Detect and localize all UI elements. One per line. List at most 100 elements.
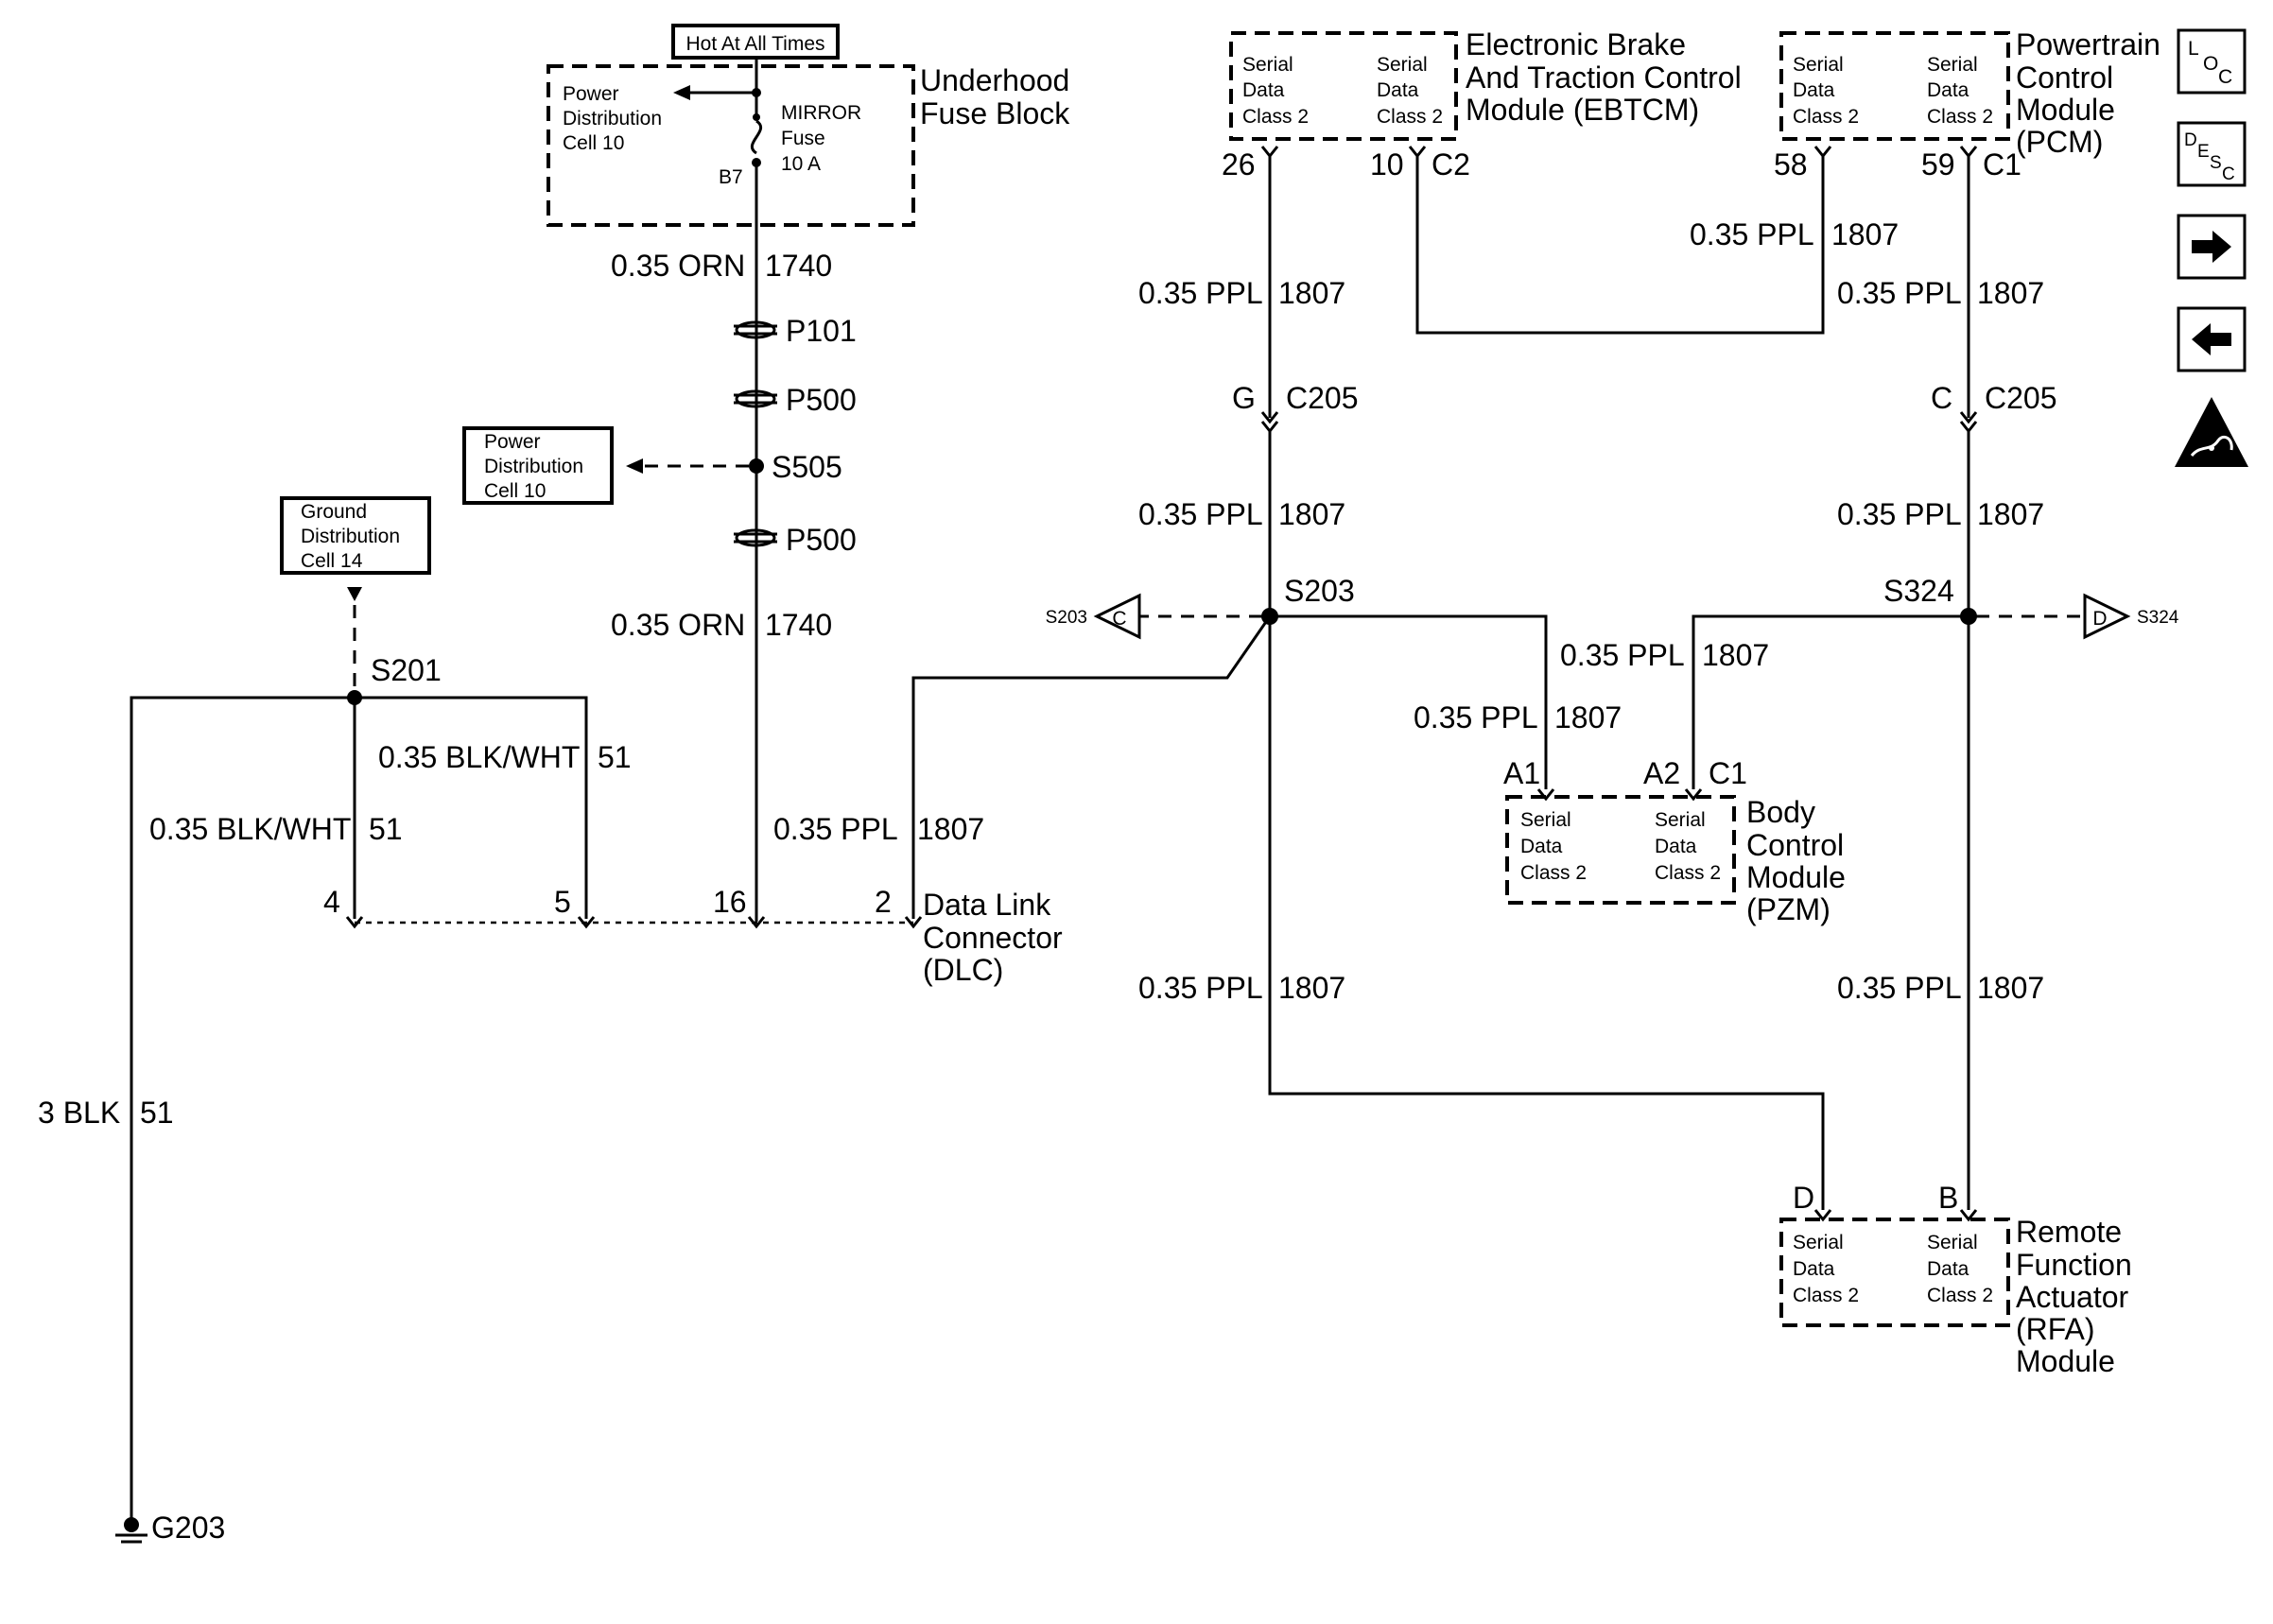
mirror-fuse-label: MIRROR xyxy=(781,102,861,124)
ebtcm-title: And Traction Control xyxy=(1466,60,1742,95)
ground-distribution-cell-14-ref: Ground Distribution Cell 14 xyxy=(280,496,431,575)
fuse-block-pdc-label: Cell 10 xyxy=(563,132,624,154)
gdc-ref-label: Ground xyxy=(301,501,367,523)
serial-data-label: Class 2 xyxy=(1793,1285,1859,1306)
bcm-title: Body xyxy=(1746,795,1815,829)
loc-icon: L xyxy=(2188,38,2199,60)
c205-pin-label: G xyxy=(1232,381,1256,415)
wire-label-circuit: 1807 xyxy=(1702,638,1769,672)
rfa-title: Function xyxy=(2016,1248,2132,1282)
serial-data-label: Data xyxy=(1377,79,1419,101)
serial-data-label: Serial xyxy=(1793,54,1844,76)
wire-label-gauge: 3 BLK xyxy=(38,1096,120,1130)
desc-icon: S xyxy=(2210,153,2222,173)
p500-label: P500 xyxy=(786,523,857,557)
passthrough-p500-lower xyxy=(734,528,777,547)
ebtcm-pin-label: 10 xyxy=(1370,147,1404,181)
pcm-pin-59 xyxy=(1959,146,1978,159)
desc-icon: E xyxy=(2197,142,2210,162)
c205-left-pin-upper xyxy=(1260,411,1279,424)
gdc-ref-label: Distribution xyxy=(301,526,400,547)
serial-data-label: Serial xyxy=(1377,54,1428,76)
wire-ppl-1807-bcm-a2 xyxy=(1692,614,1969,789)
rfa-pin-label: B xyxy=(1938,1181,1958,1215)
previous-page-button[interactable] xyxy=(2177,306,2247,372)
ebtcm-pin-10 xyxy=(1408,146,1427,159)
loc-button[interactable]: L O C xyxy=(2177,28,2247,95)
serial-data-label: Serial xyxy=(1793,1232,1844,1253)
wire-label-gauge: 0.35 PPL xyxy=(773,812,898,846)
serial-data-label: Class 2 xyxy=(1927,1285,1993,1306)
rfa-title: Remote xyxy=(2016,1215,2122,1249)
wire-label-circuit: 1807 xyxy=(1831,217,1899,251)
fuse-element-icon xyxy=(750,119,763,155)
splice-s505 xyxy=(749,458,764,474)
dlc-pin-label: 16 xyxy=(713,885,747,919)
s201-label: S201 xyxy=(371,653,442,687)
wire-label-gauge: 0.35 PPL xyxy=(1138,497,1263,531)
s505-arrow-icon xyxy=(626,458,643,474)
s324-ref-label: S324 xyxy=(2137,608,2179,628)
dlc-title: (DLC) xyxy=(923,953,1003,987)
wire-label-circuit: 1807 xyxy=(1278,276,1345,310)
underhood-fuse-block-title: Underhood xyxy=(920,63,1069,97)
serial-data-label: Data xyxy=(1927,1258,1969,1280)
wire-label-gauge: 0.35 BLK/WHT xyxy=(378,740,580,774)
power-distribution-cell-10-ref: Power Distribution Cell 10 xyxy=(462,426,614,505)
wire-label-gauge: 0.35 BLK/WHT xyxy=(149,812,351,846)
passthrough-p101 xyxy=(734,320,777,339)
serial-data-label: Class 2 xyxy=(1655,862,1721,884)
wire-label-circuit: 1807 xyxy=(1977,971,2044,1005)
serial-data-label: Class 2 xyxy=(1927,106,1993,128)
p101-label: P101 xyxy=(786,314,857,348)
underhood-fuse-block: Hot At All Times Power Distribution Cell… xyxy=(547,24,1070,227)
wire-label-gauge: 0.35 PPL xyxy=(1690,217,1814,251)
bcm-connector-label: C1 xyxy=(1709,756,1747,790)
pdc-arrow-icon xyxy=(673,85,690,100)
pdc-ref-label: Distribution xyxy=(484,456,583,477)
rfa-pin-label: D xyxy=(1793,1181,1814,1215)
bcm-module: A1 A2 C1 Serial Data Class 2 Serial Data… xyxy=(1503,756,1846,926)
c205-label: C205 xyxy=(1985,381,2057,415)
wire-label-gauge: 0.35 PPL xyxy=(1138,971,1263,1005)
s203-label: S203 xyxy=(1284,574,1355,608)
pdc-ref-label: Power xyxy=(484,431,541,453)
terminal-b7-label: B7 xyxy=(719,166,743,188)
wire-label-circuit: 1807 xyxy=(917,812,984,846)
pcm-title: Powertrain xyxy=(2016,27,2160,61)
rfa-pin-b xyxy=(1959,1209,1978,1222)
dlc-pin-4 xyxy=(345,916,364,929)
wire-label-circuit: 1807 xyxy=(1278,497,1345,531)
desc-icon: C xyxy=(2222,164,2235,184)
dlc-title: Connector xyxy=(923,921,1063,955)
left-arrow-icon xyxy=(2192,323,2231,355)
rfa-module: D B Serial Data Class 2 Serial Data Clas… xyxy=(1779,1181,2132,1378)
pcm-connector-label: C1 xyxy=(1983,147,2021,181)
bcm-title: (PZM) xyxy=(1746,892,1831,926)
c205-label: C205 xyxy=(1286,381,1359,415)
rfa-title: Actuator xyxy=(2016,1280,2129,1314)
wire-label-circuit: 51 xyxy=(140,1096,174,1130)
next-page-button[interactable] xyxy=(2177,214,2247,280)
wire-label-gauge: 0.35 PPL xyxy=(1560,638,1685,672)
desc-button[interactable]: D E S C xyxy=(2177,121,2247,187)
serial-data-label: Class 2 xyxy=(1377,106,1443,128)
s324-label: S324 xyxy=(1883,574,1954,608)
pcm-module: Serial Data Class 2 Serial Data Class 2 … xyxy=(1774,27,2160,181)
wire-label-circuit: 1807 xyxy=(1977,497,2044,531)
c205-right-pin-upper xyxy=(1959,411,1978,424)
right-arrow-icon xyxy=(2192,231,2231,263)
serial-data-label: Serial xyxy=(1242,54,1293,76)
wire-ppl-1807-ebtcm-pcm-loop xyxy=(1415,156,1825,335)
serial-data-label: Class 2 xyxy=(1793,106,1859,128)
serial-data-label: Serial xyxy=(1520,809,1571,831)
desc-icon: D xyxy=(2184,130,2197,150)
ebtcm-pin-label: 26 xyxy=(1222,147,1256,181)
pdc-ref-label: Cell 10 xyxy=(484,480,546,502)
wire-ppl-1807-dlc xyxy=(911,615,1272,919)
wire-label-gauge: 0.35 PPL xyxy=(1837,497,1962,531)
wire-label-circuit: 1807 xyxy=(1554,700,1622,734)
pcm-pin-label: 58 xyxy=(1774,147,1808,181)
serial-data-label: Data xyxy=(1793,1258,1835,1280)
